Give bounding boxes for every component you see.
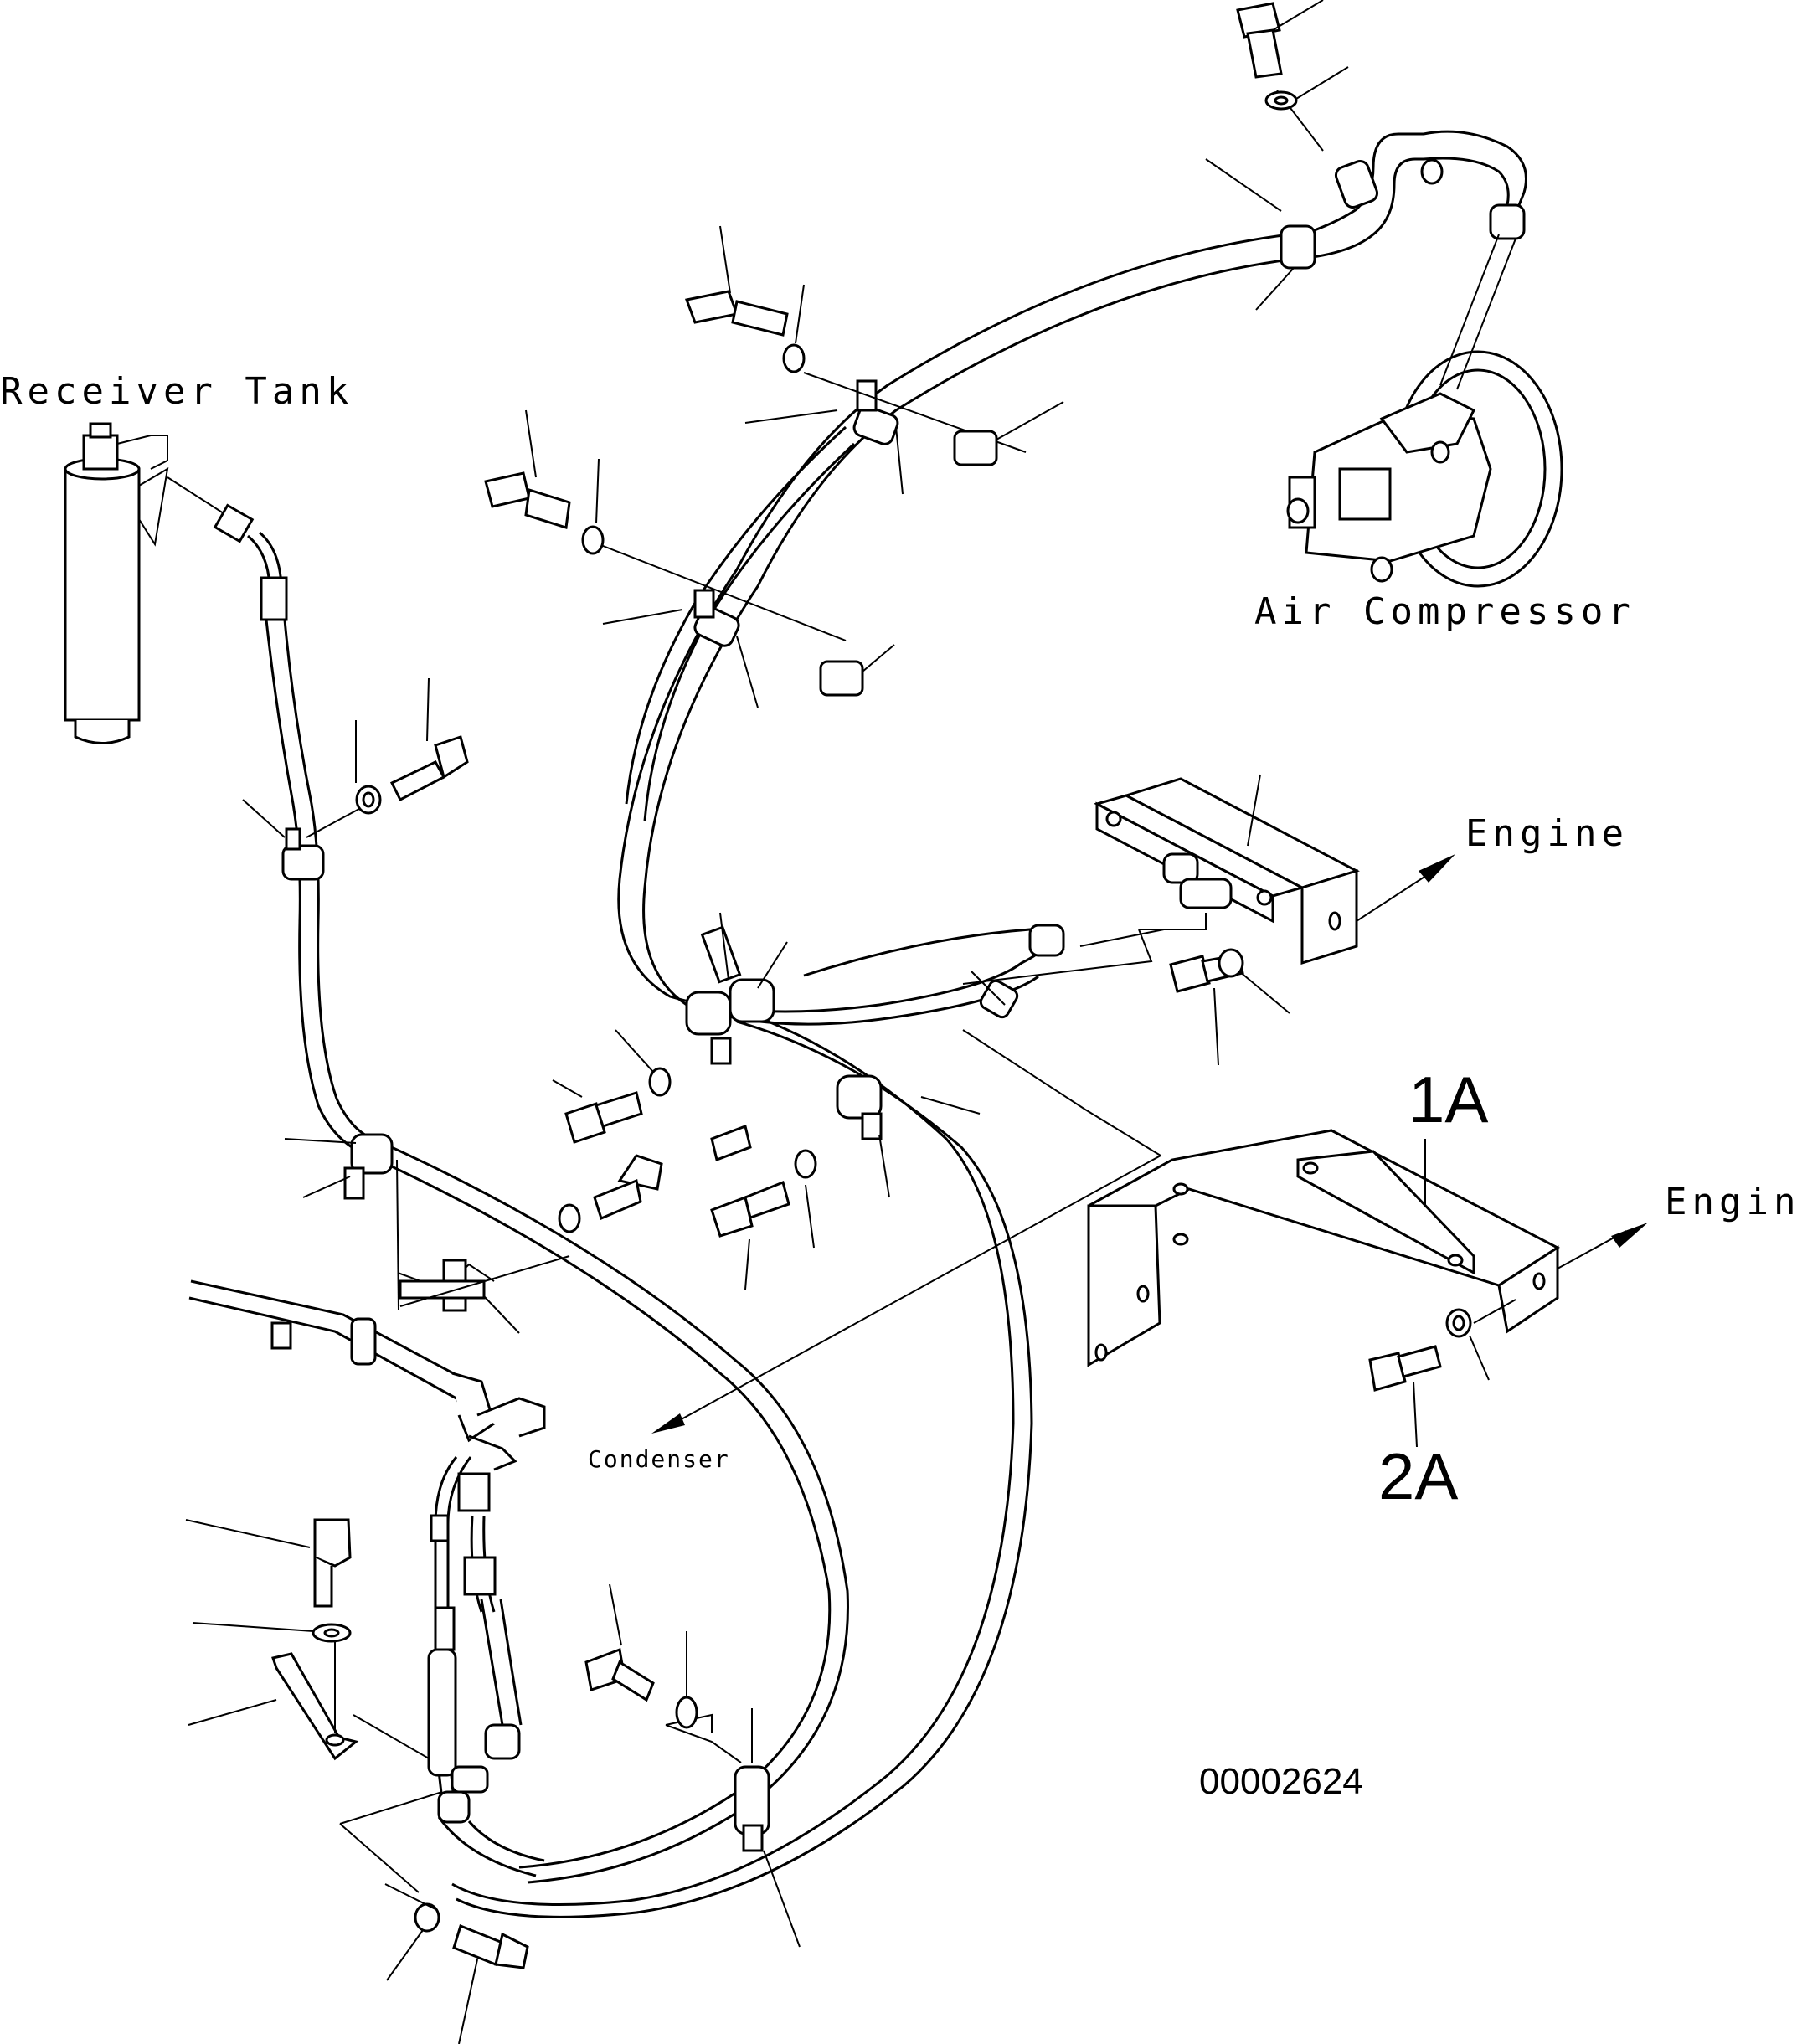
middle-bolts (552, 1029, 817, 1290)
receiver-tank (64, 422, 169, 744)
main-hoses (368, 233, 1290, 1918)
receiver-tank-label: Receiver Tank (0, 370, 353, 413)
condenser-label: Condenser (588, 1445, 730, 1473)
bolt-2a (1368, 1299, 1516, 1448)
engine-hose-fitting (803, 924, 1065, 1019)
lower-left-clamp (284, 1133, 570, 1334)
lower-bolt (584, 1583, 698, 1729)
compressor-hoses (1205, 90, 1527, 390)
upper-engine-bracket (962, 774, 1455, 985)
air-compressor-label: Air Compressor (1254, 590, 1635, 633)
lower-hose-assembly (188, 1279, 546, 1877)
condenser-arrow (651, 1029, 1161, 1434)
engine-upper-label: Engine (1465, 812, 1629, 855)
lower-left-bracket (185, 1518, 430, 1761)
top-bolt (1236, 0, 1349, 111)
bracket-1a (1087, 1129, 1648, 1367)
engine-lower-label: Engine (1665, 1181, 1797, 1223)
middle-hose-clamp (484, 409, 895, 708)
engine-bracket-bolts (1169, 948, 1290, 1066)
drawing-number: 00002624 (1199, 1761, 1363, 1802)
part-1a-label: 1A (1408, 1063, 1488, 1136)
bottom-bolts (339, 1791, 529, 2044)
junction-clamps (685, 912, 981, 1198)
receiver-hose-clamp (242, 677, 469, 881)
air-compressor (1286, 350, 1563, 588)
receiver-hose (167, 476, 378, 1157)
lower-big-hose-clamp (665, 1708, 801, 1948)
upper-hose-clamp (684, 225, 1064, 495)
part-2a-label: 2A (1378, 1439, 1458, 1513)
